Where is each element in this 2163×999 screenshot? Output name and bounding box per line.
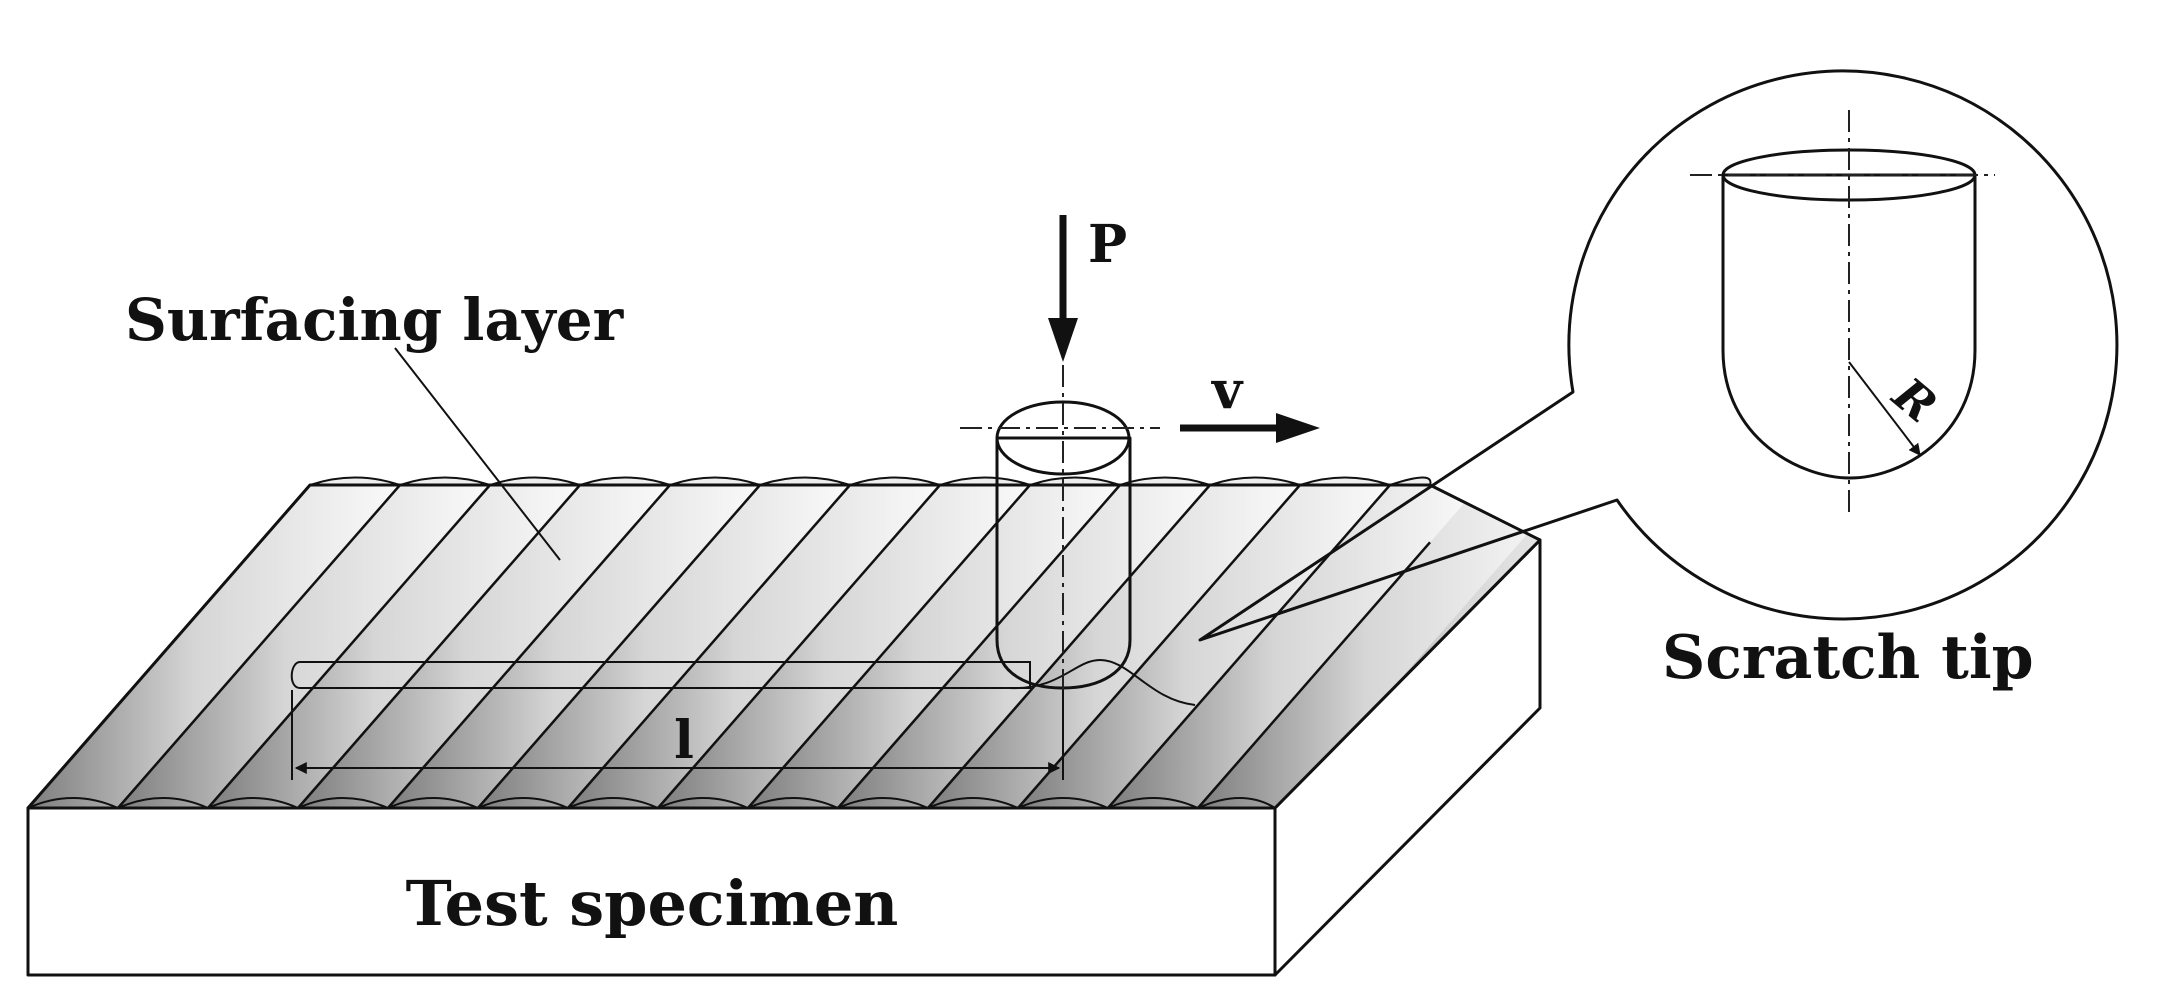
scratch-tip-detail: R xyxy=(1690,110,1995,515)
weld-bead-boundary xyxy=(387,484,671,809)
load-arrow: P xyxy=(1048,214,1127,362)
weld-bead xyxy=(1198,485,1540,808)
weld-bead-crown xyxy=(387,797,479,809)
velocity-label: v xyxy=(1211,360,1244,421)
weld-bead-boundary xyxy=(117,484,401,809)
weld-bead-crown xyxy=(1017,797,1109,809)
weld-bead-crown xyxy=(747,797,839,809)
weld-bead-crown xyxy=(939,476,1031,486)
scratch-groove xyxy=(290,658,1196,706)
scratch-cylinder xyxy=(960,365,1160,760)
weld-bead-crown xyxy=(297,797,389,809)
weld-bead-crown xyxy=(477,797,569,809)
weld-bead-crown xyxy=(1299,476,1391,486)
weld-bead xyxy=(478,485,850,808)
weld-bead-crown xyxy=(399,476,491,486)
length-label: l xyxy=(674,710,694,771)
load-label: P xyxy=(1088,214,1127,275)
weld-bead xyxy=(118,485,490,808)
scratch-tip-label: Scratch tip xyxy=(1662,623,2034,693)
weld-bead xyxy=(568,485,940,808)
weld-bead-boundary xyxy=(657,484,941,809)
surfacing-layer-leader xyxy=(394,347,561,561)
radius-label: R xyxy=(1881,366,1947,433)
velocity-arrow: v xyxy=(1180,360,1320,443)
weld-bead-boundary xyxy=(927,484,1211,809)
weld-bead-crown xyxy=(669,476,761,486)
weld-bead-boundary xyxy=(477,484,761,809)
surfacing-layer-outline xyxy=(26,483,1542,810)
weld-bead-crown xyxy=(207,797,299,809)
test-specimen-label: Test specimen xyxy=(406,867,899,940)
weld-bead-crown xyxy=(927,797,1019,809)
weld-bead-crown xyxy=(1197,797,1276,809)
weld-bead-crown xyxy=(657,797,749,809)
weld-bead xyxy=(1018,485,1390,808)
weld-bead xyxy=(298,485,670,808)
weld-bead-boundary xyxy=(1107,484,1391,809)
surfacing-layer-bead-crowns xyxy=(27,476,1432,809)
weld-bead-crown xyxy=(837,797,929,809)
weld-bead-crown xyxy=(759,476,851,486)
scratch-tip-callout: R xyxy=(1198,69,2119,642)
weld-bead xyxy=(208,485,580,808)
weld-bead-boundary xyxy=(1017,484,1301,809)
weld-bead-boundary xyxy=(837,484,1121,809)
weld-bead xyxy=(838,485,1210,808)
weld-bead-boundary xyxy=(747,484,1031,809)
weld-bead xyxy=(658,485,1030,808)
weld-bead-crown xyxy=(1209,476,1301,486)
weld-bead-crown xyxy=(117,797,209,809)
weld-bead-crown xyxy=(27,797,119,809)
weld-bead xyxy=(388,485,760,808)
weld-bead-crown xyxy=(1107,797,1199,809)
weld-bead xyxy=(928,485,1300,808)
weld-bead-boundary xyxy=(207,484,491,809)
weld-bead-crown xyxy=(1029,476,1121,486)
surfacing-layer-label: Surfacing layer xyxy=(125,286,625,354)
weld-bead-crown xyxy=(1389,476,1432,486)
length-dimension: l xyxy=(291,690,1064,780)
weld-bead xyxy=(28,485,400,808)
weld-bead-crown xyxy=(309,476,401,486)
weld-bead-crown xyxy=(579,476,671,486)
weld-bead xyxy=(1108,485,1480,808)
weld-bead xyxy=(748,485,1120,808)
weld-bead-boundary xyxy=(297,484,581,809)
weld-bead-crown xyxy=(567,797,659,809)
weld-bead-boundary xyxy=(1197,541,1431,809)
weld-bead-boundary xyxy=(567,484,851,809)
weld-bead-crown xyxy=(849,476,941,486)
